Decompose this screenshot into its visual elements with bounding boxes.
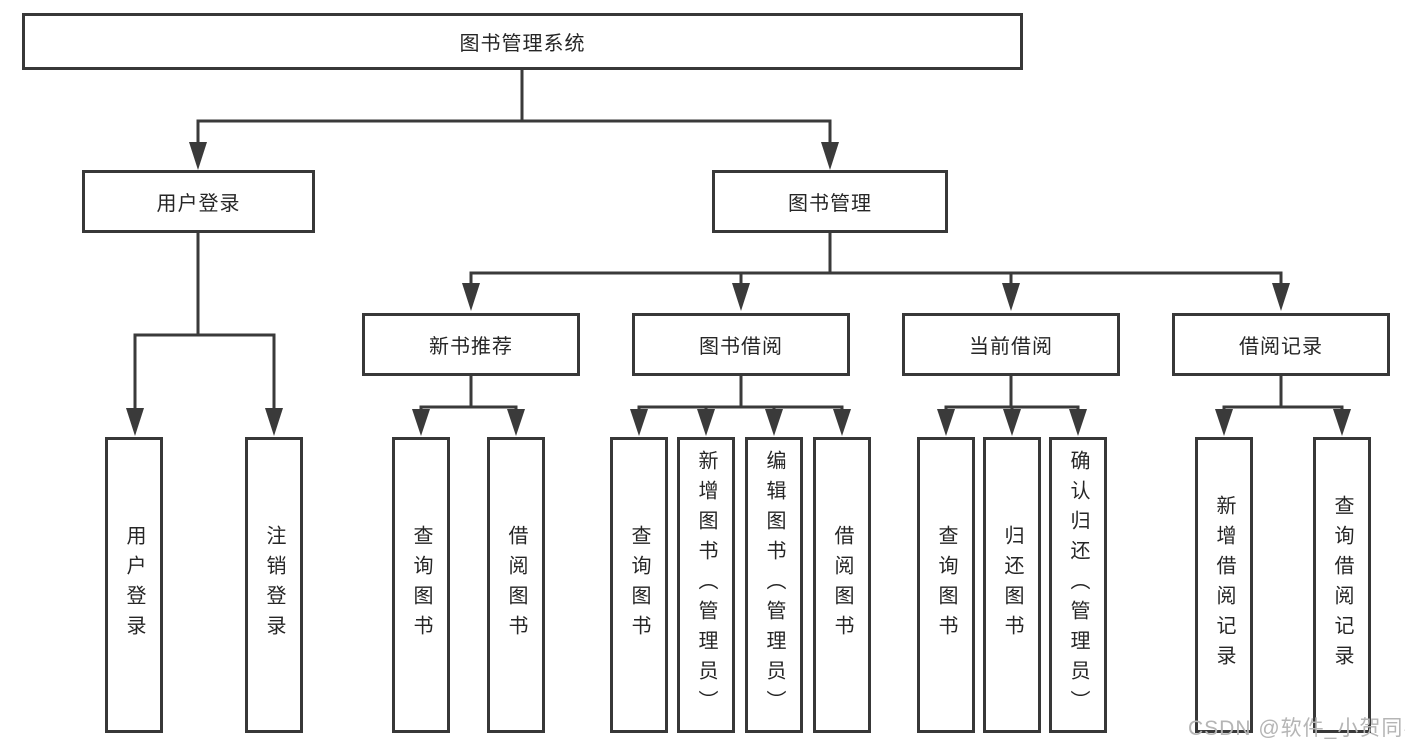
node-book-management: 图书管理 (712, 170, 948, 233)
leaf-query-books-current: 查询图书 (917, 437, 975, 733)
leaf-query-borrow-record: 查询借阅记录 (1313, 437, 1371, 733)
node-user-login: 用户登录 (82, 170, 315, 233)
node-current-borrow: 当前借阅 (902, 313, 1120, 376)
node-book-borrow: 图书借阅 (632, 313, 850, 376)
node-new-book-recommend: 新书推荐 (362, 313, 580, 376)
node-borrow-records: 借阅记录 (1172, 313, 1390, 376)
leaf-query-books-borrow: 查询图书 (610, 437, 668, 733)
leaf-logout: 注销登录 (245, 437, 303, 733)
leaf-query-books-recommend: 查询图书 (392, 437, 450, 733)
leaf-borrow-books-recommend: 借阅图书 (487, 437, 545, 733)
leaf-user-login: 用户登录 (105, 437, 163, 733)
leaf-add-book-admin: 新增图书（管理员） (677, 437, 735, 733)
root-node-library-system: 图书管理系统 (22, 13, 1023, 70)
leaf-borrow-books-borrow: 借阅图书 (813, 437, 871, 733)
leaf-edit-book-admin: 编辑图书（管理员） (745, 437, 803, 733)
leaf-return-book: 归还图书 (983, 437, 1041, 733)
csdn-watermark: CSDN @软件_小贺同学 (1188, 717, 1405, 740)
leaf-confirm-return-admin: 确认归还（管理员） (1049, 437, 1107, 733)
leaf-add-borrow-record: 新增借阅记录 (1195, 437, 1253, 733)
